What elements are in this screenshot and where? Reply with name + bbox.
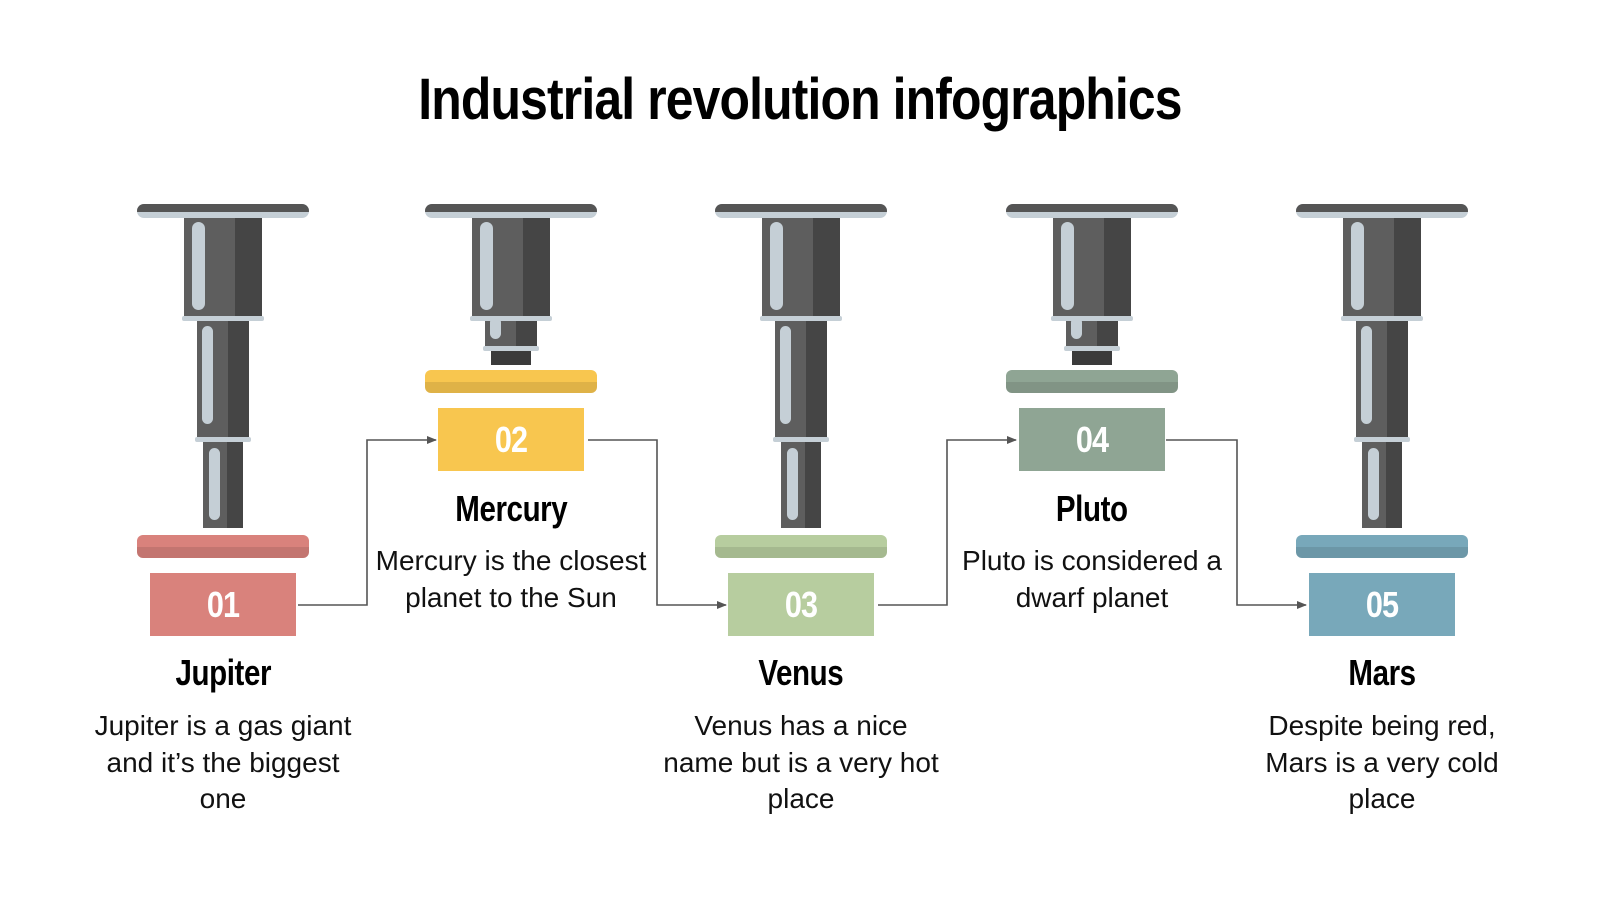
drill-shaft-upper [775, 321, 827, 437]
step-number-badge: 05 [1309, 573, 1455, 636]
workpiece-plate [1296, 535, 1468, 558]
step-description: Jupiter is a gas giant and it’s the bigg… [94, 710, 352, 814]
workpiece-plate [1006, 370, 1178, 393]
connector-02-03 [588, 439, 727, 609]
drill-motor [1343, 218, 1421, 316]
workpiece-plate [715, 535, 887, 558]
drill-motor [184, 218, 262, 316]
drill-top-plate [1006, 204, 1178, 218]
drill-top-plate [425, 204, 597, 218]
step-title: Pluto [1056, 488, 1128, 529]
step-number-badge: 03 [728, 573, 874, 636]
drill-top-plate [137, 204, 309, 218]
connector-04-05 [1166, 439, 1307, 609]
connector-01-02 [298, 436, 437, 606]
step-description: Venus has a nice name but is a very hot … [663, 710, 939, 814]
drill-shaft-lower [781, 442, 821, 528]
drill-shaft-upper [1066, 317, 1118, 347]
connector-03-04 [878, 436, 1017, 606]
page-title: Industrial revolution infographics [418, 67, 1182, 132]
drill-shaft-upper [485, 317, 537, 347]
drill-shaft-upper [197, 321, 249, 437]
drill-bit [491, 351, 531, 365]
step-description: Pluto is considered a dwarf planet [962, 545, 1222, 613]
workpiece-plate [425, 370, 597, 393]
drill-shaft-lower [1362, 442, 1402, 528]
step-title: Venus [758, 652, 844, 693]
step-description: Despite being red, Mars is a very cold p… [1265, 710, 1499, 814]
drill-motor [762, 218, 840, 316]
workpiece-plate [137, 535, 309, 558]
drill-shaft-upper [1356, 321, 1408, 437]
step-title: Mars [1348, 652, 1416, 693]
drill-motor [472, 218, 550, 316]
drill-top-plate [715, 204, 887, 218]
drill-motor [1053, 218, 1131, 316]
step-title: Jupiter [175, 652, 271, 693]
step-description: Mercury is the closest planet to the Sun [375, 545, 647, 613]
drill-shaft-lower [203, 442, 243, 528]
step-number-badge: 04 [1019, 408, 1165, 471]
step-title: Mercury [455, 488, 567, 529]
step-number-badge: 02 [438, 408, 584, 471]
step-number-badge: 01 [150, 573, 296, 636]
drill-bit [1072, 351, 1112, 365]
drill-top-plate [1296, 204, 1468, 218]
